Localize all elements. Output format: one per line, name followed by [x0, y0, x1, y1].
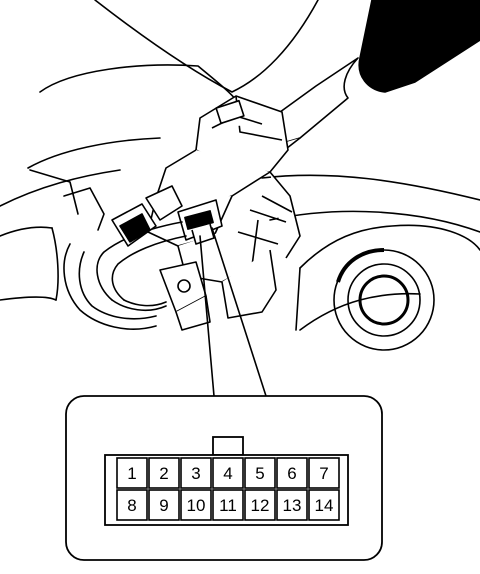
pin-label-1: 1	[127, 464, 136, 483]
pin-label-8: 8	[127, 496, 136, 515]
pin-label-10: 10	[187, 496, 206, 515]
steering-column-housing	[0, 0, 480, 331]
callout-leader-lines	[199, 227, 267, 397]
pin-label-7: 7	[319, 464, 328, 483]
pin-cell-13	[276, 489, 308, 521]
harness-clip	[111, 185, 183, 247]
lower-bracket	[159, 261, 211, 331]
pin-label-4: 4	[223, 464, 232, 483]
pin-label-3: 3	[191, 464, 200, 483]
connector-plug	[177, 199, 223, 245]
pin-cell-8	[116, 489, 148, 521]
pin-cell-3	[180, 457, 212, 489]
pin-label-14: 14	[315, 496, 334, 515]
pin-label-2: 2	[159, 464, 168, 483]
pin-cell-11	[212, 489, 244, 521]
pin-label-9: 9	[159, 496, 168, 515]
pin-cell-10	[180, 489, 212, 521]
pin-cell-9	[148, 489, 180, 521]
pin-label-5: 5	[255, 464, 264, 483]
pin-label-12: 12	[251, 496, 270, 515]
pin-cell-5	[244, 457, 276, 489]
pin-label-11: 11	[219, 496, 237, 515]
pin-cell-4	[212, 457, 244, 489]
pin-cell-1	[116, 457, 148, 489]
pin-label-6: 6	[287, 464, 296, 483]
pin-cell-7	[308, 457, 340, 489]
wire-harness	[63, 221, 187, 330]
pin-cell-2	[148, 457, 180, 489]
pin-cell-12	[244, 489, 276, 521]
ignition-lock-cylinder	[333, 248, 435, 351]
connector-key	[212, 436, 244, 456]
pin-cell-14	[308, 489, 340, 521]
pin-cell-6	[276, 457, 308, 489]
pin-label-13: 13	[283, 496, 302, 515]
